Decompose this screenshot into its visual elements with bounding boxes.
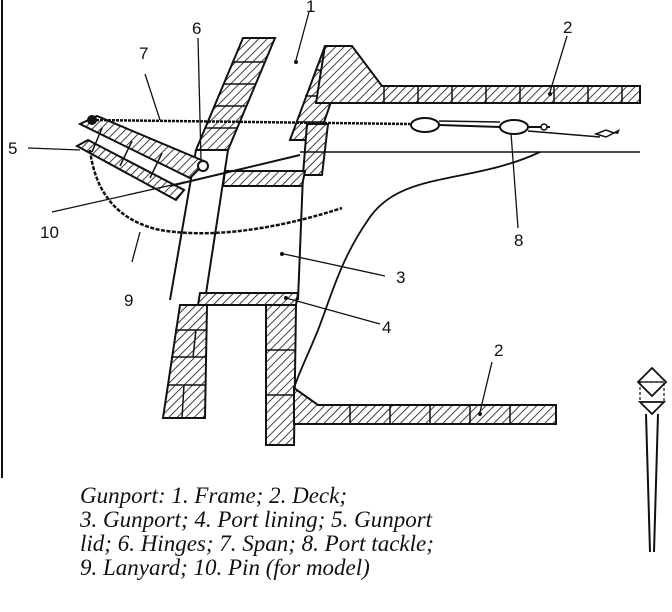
- lanyard: [88, 149, 343, 235]
- caption-line-1: Gunport: 1. Frame; 2. Deck;: [80, 483, 347, 508]
- caption-line-4: 9. Lanyard; 10. Pin (for model): [80, 555, 370, 580]
- label-7: 7: [139, 44, 148, 63]
- label-8: 8: [514, 231, 523, 250]
- label-6: 6: [192, 19, 201, 38]
- gunport-lid: [74, 114, 208, 202]
- label-2-lower: 2: [494, 341, 503, 360]
- span-and-tackle: [87, 115, 620, 138]
- label-9: 9: [124, 291, 133, 310]
- label-1: 1: [306, 0, 315, 16]
- hinge-icon: [197, 160, 209, 172]
- hinge-strap: [169, 154, 301, 187]
- label-3: 3: [396, 268, 405, 287]
- upper-deck: [314, 45, 641, 104]
- caption-line-3: lid; 6. Hinges; 7. Span; 8. Port tackle;: [80, 531, 434, 556]
- inner-frame-timber: [265, 45, 352, 446]
- figure-caption: Gunport: 1. Frame; 2. Deck; 3. Gunport; …: [80, 484, 580, 580]
- frame-timber: [161, 37, 277, 419]
- pin-icon: [636, 366, 668, 553]
- port-lining: [196, 170, 307, 306]
- leader-lines: [27, 11, 568, 413]
- label-10: 10: [40, 223, 59, 242]
- lower-deck: [293, 386, 557, 425]
- gunport-outline: [293, 151, 541, 389]
- label-4: 4: [382, 318, 391, 337]
- label-5: 5: [8, 139, 17, 158]
- leader-dots: [280, 60, 552, 416]
- caption-line-2: 3. Gunport; 4. Port lining; 5. Gunport: [80, 507, 433, 532]
- label-2-upper: 2: [563, 18, 572, 37]
